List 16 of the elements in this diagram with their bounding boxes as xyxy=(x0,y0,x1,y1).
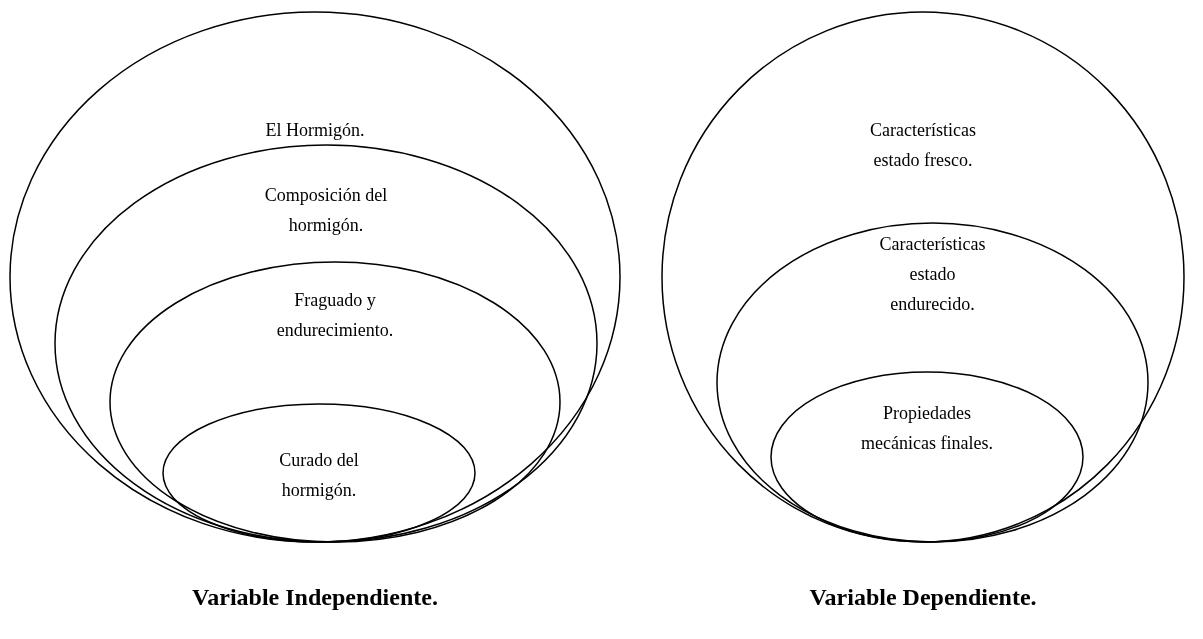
group-caption: Variable Dependiente. xyxy=(809,584,1037,611)
nested-ellipse xyxy=(771,372,1083,542)
ellipse-label: Fraguado y endurecimiento. xyxy=(275,289,395,342)
nested-ellipse xyxy=(163,404,475,542)
nested-ellipse xyxy=(10,12,620,542)
ellipse-label: Curado del hormigón. xyxy=(278,449,360,502)
nested-ellipse xyxy=(717,223,1148,542)
nested-ellipse xyxy=(55,145,597,542)
ellipse-label: El Hormigón. xyxy=(264,119,366,142)
ellipse-label: Composición del hormigón. xyxy=(263,184,389,237)
ellipse-label: Características estado endurecido. xyxy=(878,233,987,316)
nested-ellipse xyxy=(662,12,1184,542)
nested-ellipse xyxy=(110,262,560,542)
group-caption: Variable Independiente. xyxy=(192,584,438,611)
ellipse-label: Características estado fresco. xyxy=(869,119,977,172)
ellipse-label: Propiedades mecánicas finales. xyxy=(860,402,994,455)
